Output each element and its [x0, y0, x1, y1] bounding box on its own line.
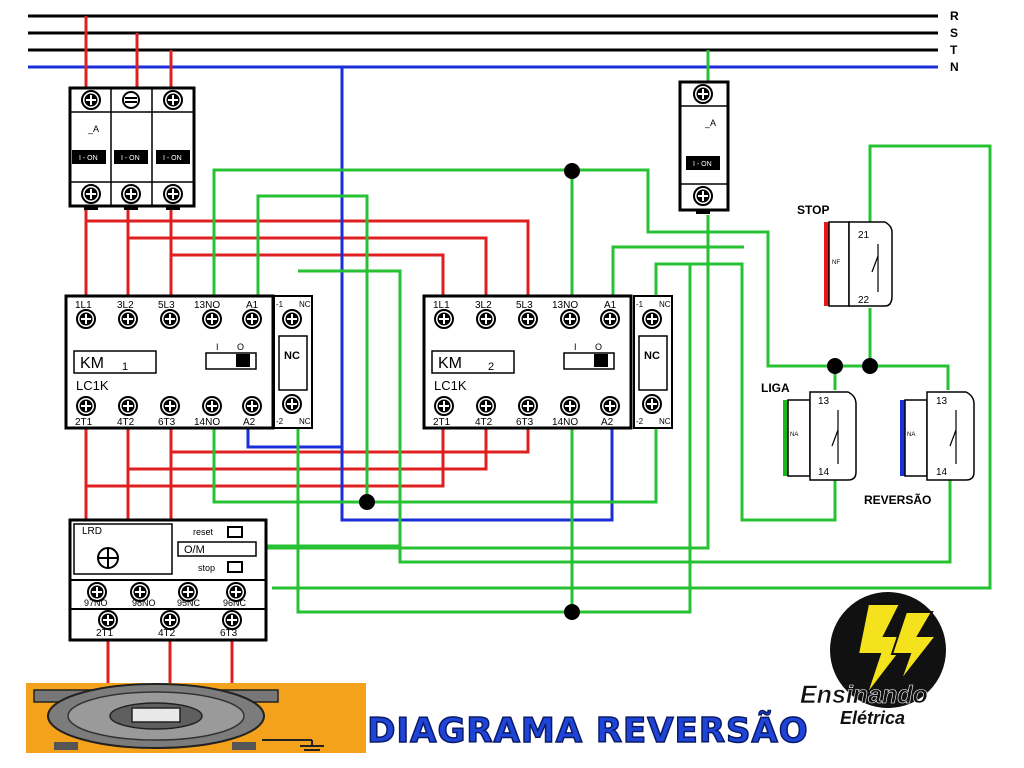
- km2-aux-label: NC: [644, 350, 660, 362]
- km1-aux-bottom: -2: [276, 417, 284, 426]
- bus-label-r: R: [950, 9, 959, 23]
- km1-bottom-terminal: 4T2: [117, 417, 135, 428]
- overload-name: LRD: [82, 526, 102, 537]
- overload-aux-terminal: 96NC: [223, 598, 247, 608]
- breaker3-switch-1: I - ON: [79, 155, 98, 162]
- km2-bottom-terminal: 2T1: [433, 417, 451, 428]
- breaker-1-pole[interactable]: _A I - ON: [678, 80, 730, 214]
- km1-switch-o: O: [237, 342, 244, 352]
- overload-aux-terminal: 95NC: [177, 598, 201, 608]
- overload-om: O/M: [184, 544, 205, 556]
- km1-top-terminal: A1: [246, 300, 259, 311]
- overload-power-terminal: 2T1: [96, 628, 114, 639]
- breaker3-switch-2: I - ON: [121, 155, 140, 162]
- km1-model: LC1K: [76, 378, 109, 393]
- km2-bottom-terminal: A2: [601, 417, 614, 428]
- liga-bottom-terminal: 14: [818, 467, 830, 478]
- km1-aux-nc-block[interactable]: -1 NC NC -2 NC: [273, 295, 313, 429]
- km2-aux-top: -1: [636, 300, 644, 309]
- reversao-title: REVERSÃO: [864, 492, 931, 507]
- breaker3-rating: _A: [87, 124, 99, 134]
- junction-dots: [359, 163, 878, 620]
- bus-label-t: T: [950, 43, 958, 57]
- logo-line1: Ensinando: [800, 681, 928, 709]
- km1-bottom-terminal: A2: [243, 417, 256, 428]
- km2-number: 2: [488, 361, 494, 373]
- km2-aux-nc-block[interactable]: -1 NC NC -2 NC: [633, 295, 673, 429]
- breaker1-switch: I - ON: [693, 161, 712, 168]
- overload-stop: stop: [198, 563, 215, 573]
- km2-name: KM: [438, 355, 462, 372]
- stop-bottom-terminal: 22: [858, 295, 870, 306]
- reversao-button[interactable]: NA 13 14 REVERSÃO: [864, 391, 975, 507]
- km2-model: LC1K: [434, 378, 467, 393]
- contactor-km2[interactable]: 1L1 3L2 5L3 13NO A1 KM 2 LC1K I O 2T1 4T…: [422, 294, 633, 430]
- km2-bottom-terminal: 6T3: [516, 417, 534, 428]
- diagram-title: DIAGRAMA REVERSÃO: [367, 710, 808, 751]
- liga-side-label: NA: [790, 432, 798, 438]
- liga-button[interactable]: LIGA NA 13 14: [761, 381, 857, 481]
- km2-top-terminal: 13NO: [552, 300, 578, 311]
- logo-line2: Elétrica: [840, 708, 905, 728]
- stop-top-terminal: 21: [858, 230, 870, 241]
- km1-aux-label: NC: [284, 350, 300, 362]
- km2-top-terminal: 3L2: [475, 300, 492, 311]
- reversao-side-label: NA: [907, 432, 915, 438]
- reversao-top-terminal: 13: [936, 396, 948, 407]
- km2-aux-bottom: -2: [636, 417, 644, 426]
- km1-name: KM: [80, 355, 104, 372]
- km1-aux-top: -1: [276, 300, 284, 309]
- neutral-wires: [246, 67, 614, 522]
- breaker1-rating: _A: [704, 118, 716, 128]
- overload-power-terminal: 6T3: [220, 628, 238, 639]
- km1-bottom-terminal: 6T3: [158, 417, 176, 428]
- km2-aux-top-nc: NC: [659, 300, 671, 309]
- bus-lines: R S T N: [28, 9, 959, 74]
- km1-bottom-terminal: 2T1: [75, 417, 93, 428]
- km1-aux-top-nc: NC: [299, 300, 311, 309]
- overload-om-selector[interactable]: [177, 541, 257, 557]
- overload-stop-button[interactable]: [227, 561, 243, 573]
- bus-label-n: N: [950, 60, 959, 74]
- ensinando-eletrica-logo: Ensinando Elétrica: [800, 592, 946, 728]
- motor[interactable]: [26, 683, 366, 753]
- km2-bottom-terminal: 4T2: [475, 417, 493, 428]
- km1-aux-bottom-nc: NC: [299, 417, 311, 426]
- km2-top-terminal: 1L1: [433, 300, 450, 311]
- contactor-km1[interactable]: 1L1 3L2 5L3 13NO A1 KM 1 LC1K I O 2T1 4T…: [64, 294, 275, 430]
- overload-relay[interactable]: LRD reset O/M stop 97NO 98NO 95NC 96NC 2…: [68, 518, 268, 642]
- km1-top-terminal: 13NO: [194, 300, 220, 311]
- km2-switch-i: I: [574, 342, 577, 352]
- km2-bottom-terminal: 14NO: [552, 417, 578, 428]
- km1-top-terminal: 5L3: [158, 300, 175, 311]
- km2-aux-bottom-nc: NC: [659, 417, 671, 426]
- overload-reset-button[interactable]: [227, 526, 243, 538]
- breaker3-switch-3: I - ON: [163, 155, 182, 162]
- km2-top-terminal: A1: [604, 300, 617, 311]
- km1-switch-i: I: [216, 342, 219, 352]
- overload-reset: reset: [193, 527, 214, 537]
- overload-aux-terminal: 98NO: [132, 598, 156, 608]
- overload-power-terminal: 4T2: [158, 628, 176, 639]
- km1-number: 1: [122, 361, 128, 373]
- reversao-bottom-terminal: 14: [936, 467, 948, 478]
- stop-title: STOP: [797, 203, 829, 217]
- liga-top-terminal: 13: [818, 396, 830, 407]
- km1-top-terminal: 1L1: [75, 300, 92, 311]
- power-wires: [84, 16, 530, 685]
- bus-label-s: S: [950, 26, 958, 40]
- overload-aux-terminal: 97NO: [84, 598, 108, 608]
- stop-side-label: NF: [832, 260, 840, 266]
- control-wires: [183, 50, 992, 614]
- stop-button[interactable]: STOP NF 21 22: [797, 203, 893, 307]
- km2-top-terminal: 5L3: [516, 300, 533, 311]
- km1-top-terminal: 3L2: [117, 300, 134, 311]
- breaker-3-pole[interactable]: _A I - ON I - ON I - ON: [68, 86, 196, 210]
- km1-bottom-terminal: 14NO: [194, 417, 220, 428]
- km2-switch-o: O: [595, 342, 602, 352]
- liga-title: LIGA: [761, 381, 790, 395]
